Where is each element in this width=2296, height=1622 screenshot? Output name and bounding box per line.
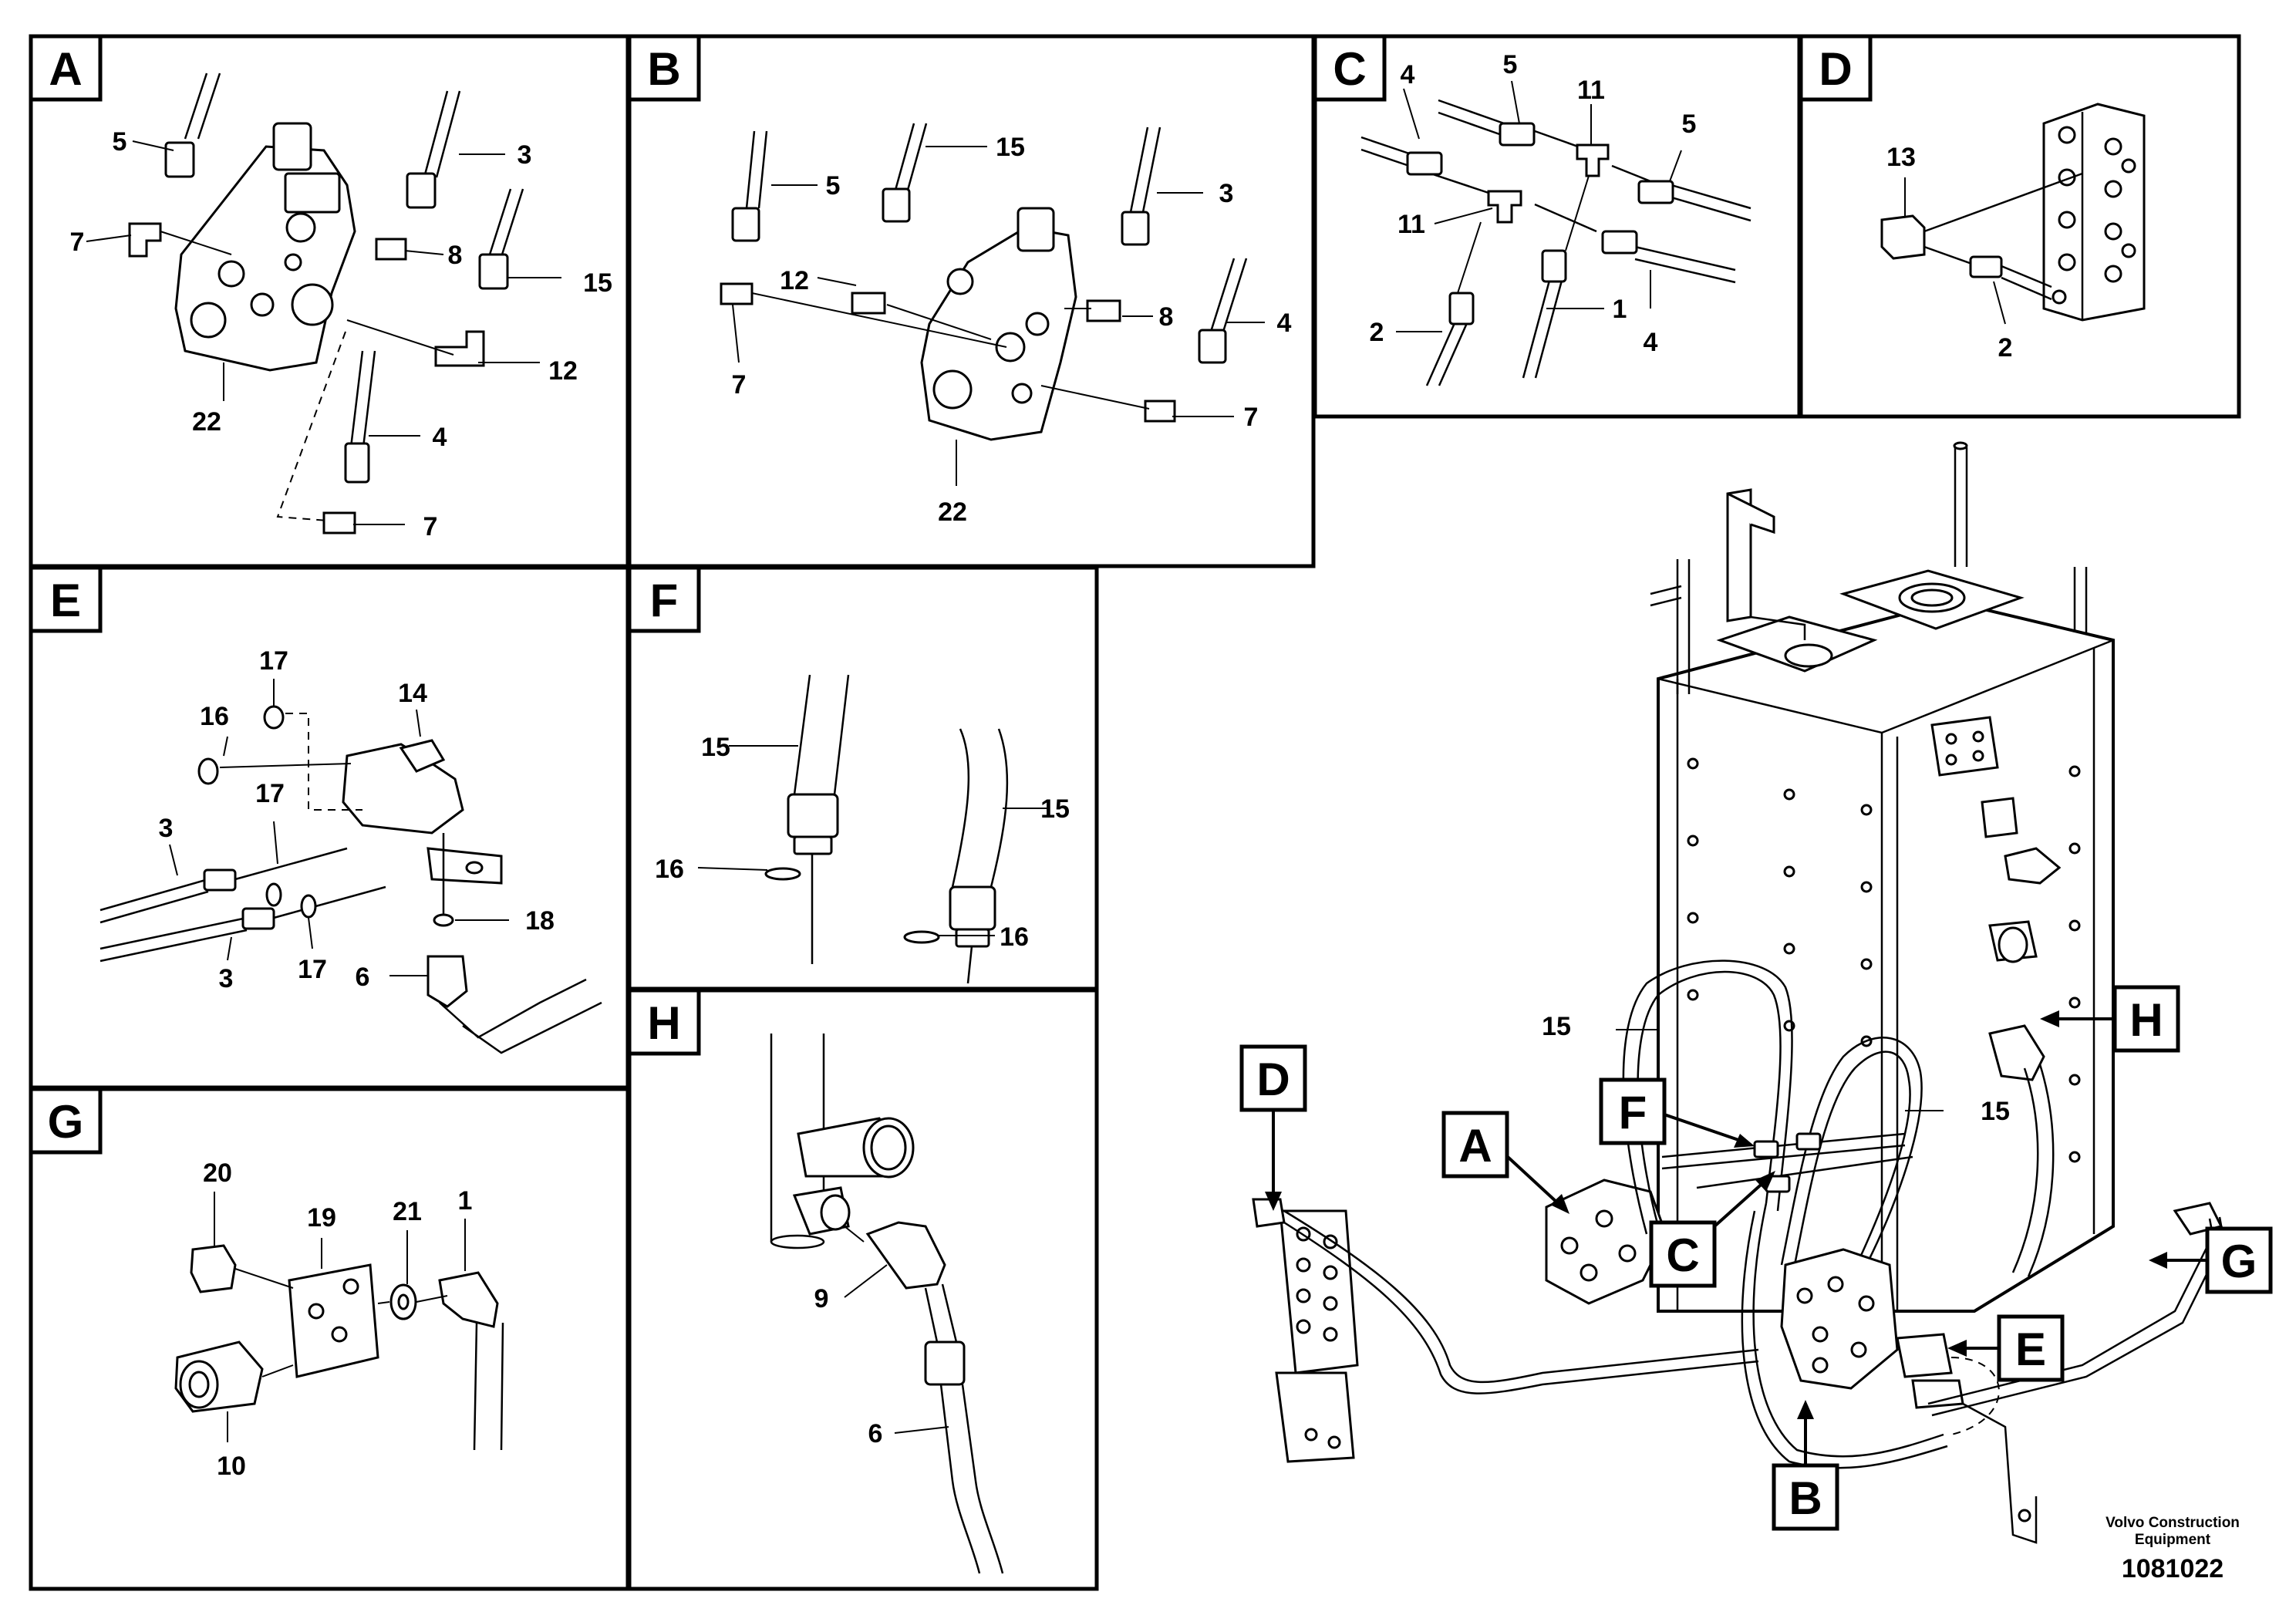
panel-h: H 9 6 — [627, 988, 1004, 1574]
panel-b-letter: B — [647, 43, 680, 95]
panel-g: G 20 19 21 1 10 — [29, 1087, 504, 1481]
callout-g: G — [2221, 1236, 2257, 1287]
footer: Volvo Construction Equipment 1081022 — [2106, 1515, 2240, 1583]
panel-f-letter: F — [650, 575, 679, 626]
panel-e-label: 16 — [200, 702, 229, 731]
panel-e-label: 17 — [259, 646, 288, 676]
panel-c-label: 1 — [1613, 295, 1627, 324]
brand-line-1: Volvo Construction — [2106, 1515, 2240, 1531]
panel-c: C 4 5 11 5 11 2 1 4 — [1313, 34, 1752, 386]
panel-a-letter: A — [49, 43, 82, 95]
panel-h-letter: H — [647, 997, 680, 1049]
callout-b: B — [1789, 1472, 1822, 1524]
panel-a-label: 7 — [423, 512, 438, 541]
panel-a: A — [29, 34, 612, 541]
panel-frames — [29, 34, 2241, 1591]
panel-e-label: 17 — [298, 955, 327, 984]
panel-b-label: 8 — [1159, 302, 1174, 332]
panel-b-label: 12 — [780, 266, 809, 295]
panel-f-label: 16 — [655, 855, 684, 884]
panel-e-letter: E — [50, 575, 81, 626]
panel-d-letter: D — [1819, 43, 1852, 95]
panel-a-label: 22 — [192, 407, 221, 437]
panel-b-label: 15 — [996, 133, 1025, 162]
panel-b-label: 3 — [1219, 179, 1234, 208]
overview-label: 15 — [1542, 1012, 1571, 1041]
panel-b-label: 7 — [1244, 403, 1259, 432]
overview-label: 15 — [1981, 1097, 2010, 1126]
panel-e-label: 6 — [356, 963, 370, 992]
panel-a-label: 3 — [518, 140, 532, 170]
panel-g-label: 19 — [307, 1203, 336, 1233]
panel-g-label: 20 — [203, 1158, 232, 1188]
panel-c-label: 11 — [1577, 76, 1605, 105]
callout-e: E — [2015, 1324, 2046, 1375]
panel-a-label: 7 — [70, 228, 85, 257]
panel-e: E 17 14 16 17 3 17 18 3 — [29, 565, 602, 1054]
panel-f-label: 16 — [1000, 922, 1029, 952]
panel-c-label: 4 — [1644, 328, 1658, 357]
panel-a-label: 15 — [583, 268, 612, 298]
callout-d: D — [1256, 1054, 1290, 1105]
panel-c-label: 2 — [1370, 318, 1384, 347]
panel-c-label: 11 — [1397, 210, 1425, 239]
panel-e-label: 18 — [525, 906, 555, 936]
panel-c-letter: C — [1333, 43, 1366, 95]
brand-line-2: Equipment — [2135, 1532, 2211, 1548]
panel-b-label: 5 — [826, 171, 841, 201]
panel-h-label: 6 — [868, 1419, 883, 1448]
panel-f-label: 15 — [701, 733, 730, 762]
panel-g-letter: G — [48, 1096, 84, 1148]
panel-e-label: 14 — [398, 679, 427, 708]
panel-c-label: 5 — [1503, 50, 1518, 79]
panel-f-label: 15 — [1040, 794, 1070, 824]
panel-a-label: 12 — [548, 356, 578, 386]
panel-g-label: 10 — [217, 1452, 246, 1481]
panel-b-label: 22 — [938, 497, 967, 527]
callout-f: F — [1619, 1087, 1647, 1138]
panel-a-label: 8 — [448, 241, 463, 270]
panel-d-label: 13 — [1886, 143, 1916, 172]
panel-c-label: 5 — [1682, 110, 1697, 139]
panel-b: B 15 5 3 12 8 — [627, 34, 1292, 527]
panel-e-label: 17 — [255, 779, 285, 808]
panel-g-label: 1 — [458, 1186, 473, 1216]
panel-d: D 13 2 — [1799, 34, 2146, 363]
panel-g-label: 21 — [393, 1197, 422, 1226]
panel-e-label: 3 — [219, 964, 234, 993]
overview-assembly: 15 15 D A F C H G E B — [1239, 441, 2273, 1544]
panel-a-label: 4 — [433, 423, 447, 452]
panel-b-label: 7 — [732, 370, 747, 400]
document-number: 1081022 — [2122, 1554, 2224, 1583]
callout-a: A — [1458, 1120, 1492, 1172]
panel-c-label: 4 — [1401, 60, 1415, 89]
callout-c: C — [1666, 1229, 1699, 1281]
panel-f: F 15 15 16 16 — [627, 565, 1070, 984]
panel-e-label: 3 — [159, 814, 174, 843]
panel-a-label: 5 — [113, 127, 127, 157]
callout-h: H — [2129, 994, 2163, 1046]
panel-d-label: 2 — [1998, 333, 2013, 363]
panel-h-label: 9 — [814, 1284, 829, 1313]
panel-b-label: 4 — [1277, 309, 1292, 338]
